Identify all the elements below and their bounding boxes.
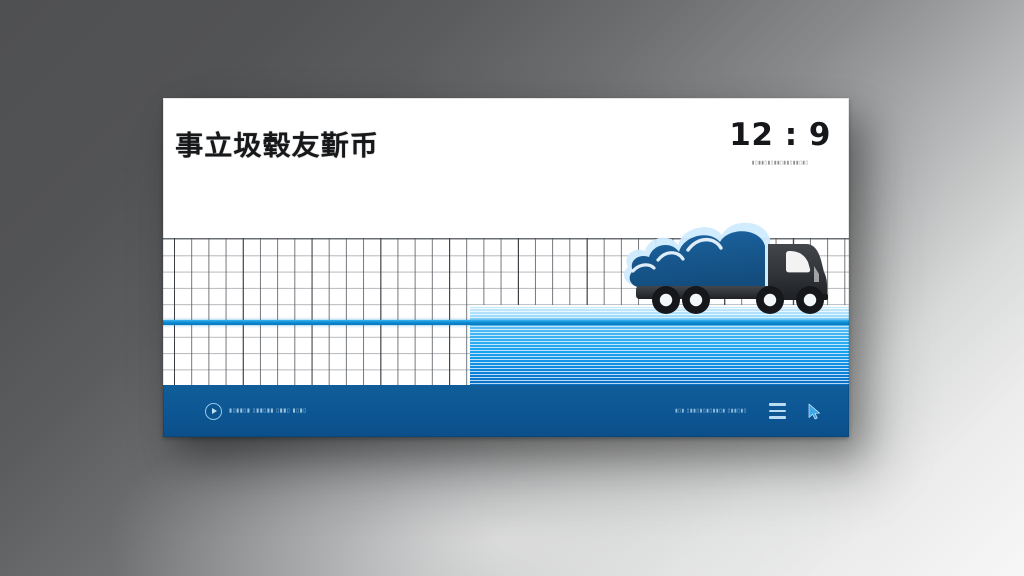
footer-brand-label: ▮▯▮▮▯▮ ▯▮▮▯▮▮ ▯▮▮▯ ▮▯▮▯ xyxy=(229,408,307,414)
truck-cab xyxy=(768,244,828,300)
window-header: 事立圾毂友斳币 12 : 9 ▮▯▮▮▯▮▯▮▮▯▮▮▯▮▮▯▮▯ xyxy=(163,98,849,238)
footer-bar: ▮▯▮▮▯▮ ▯▮▮▯▮▮ ▯▮▮▯ ▮▯▮▯ ▮▯▮ ▯▮▮▯▮▯▮▯▮▮▯▮… xyxy=(163,385,849,437)
progress-fill-region xyxy=(470,305,849,385)
app-window-panel: 事立圾毂友斳币 12 : 9 ▮▯▮▮▯▮▯▮▮▯▮▮▯▮▮▯▮▯ xyxy=(163,98,849,437)
cloud-cargo-body xyxy=(629,231,765,288)
clock-widget: 12 : 9 ▮▯▮▮▯▮▯▮▮▯▮▮▯▮▮▯▮▯ xyxy=(729,117,831,167)
truck-wheels xyxy=(652,286,824,314)
cloud-cargo-truck-illustration xyxy=(624,222,828,314)
page-title: 事立圾毂友斳币 xyxy=(175,131,379,162)
footer-brand[interactable]: ▮▯▮▮▯▮ ▯▮▮▯▮▮ ▯▮▮▯ ▮▯▮▯ xyxy=(205,402,307,420)
truck-windshield xyxy=(786,251,811,273)
mouse-cursor-icon xyxy=(808,403,820,419)
clock-time: 12 : 9 xyxy=(729,117,831,153)
clock-subtitle: ▮▯▮▮▯▮▯▮▮▯▮▮▯▮▮▯▮▯ xyxy=(751,160,809,166)
hamburger-menu-icon[interactable] xyxy=(769,403,786,419)
footer-actions: ▮▯▮ ▯▮▮▯▮▯▮▯▮▮▯▮ ▯▮▮▯▮▯ xyxy=(675,403,821,420)
accent-divider xyxy=(163,320,849,325)
footer-status-text: ▮▯▮ ▯▮▮▯▮▯▮▯▮▮▯▮ ▯▮▮▯▮▯ xyxy=(674,408,747,414)
brand-play-icon xyxy=(205,402,222,420)
